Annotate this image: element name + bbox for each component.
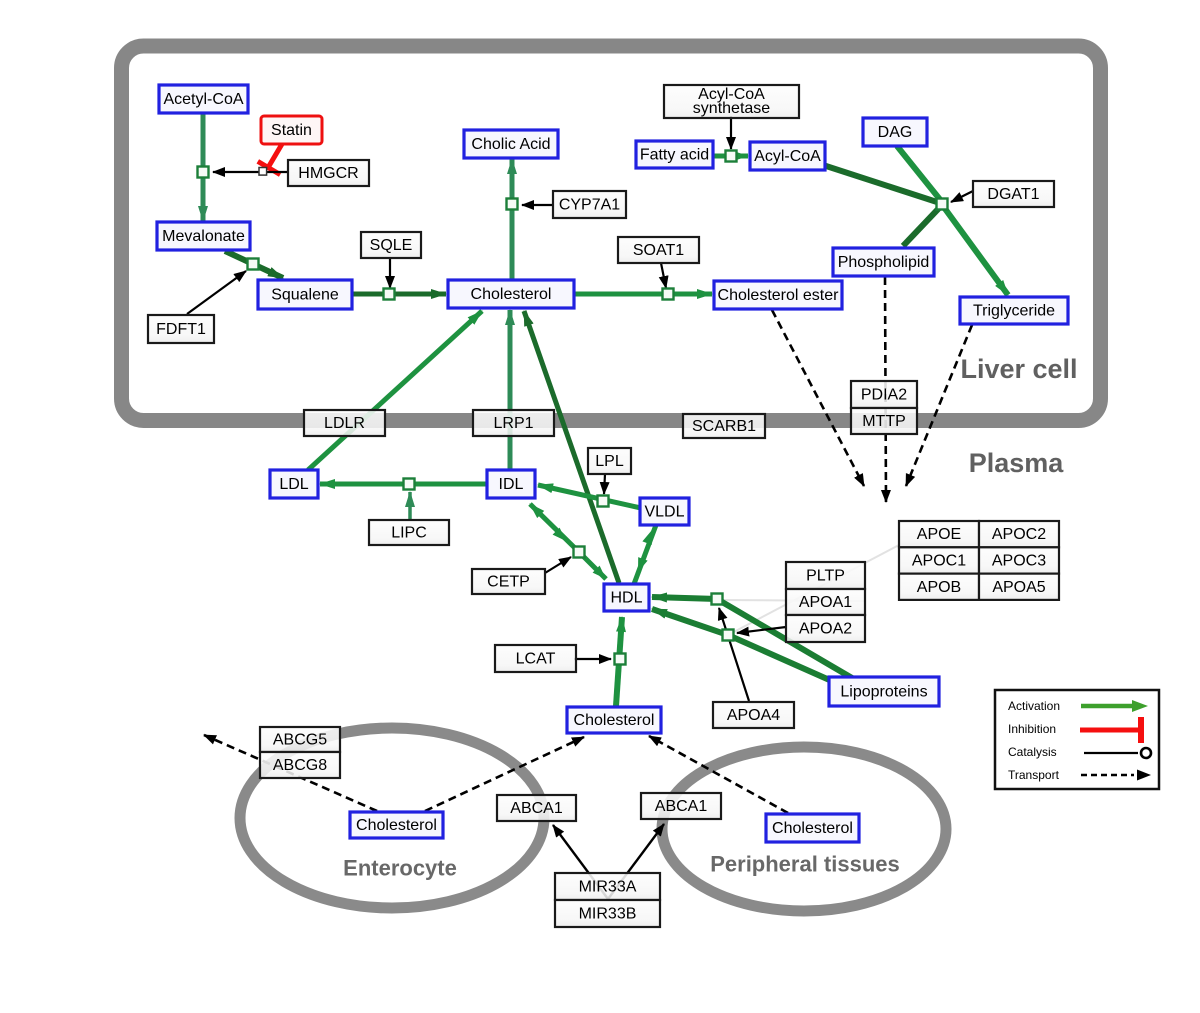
svg-text:Fatty acid: Fatty acid [640, 147, 709, 164]
svg-text:LRP1: LRP1 [493, 415, 533, 432]
svg-text:SQLE: SQLE [370, 237, 413, 254]
svg-text:Catalysis: Catalysis [1008, 745, 1057, 759]
svg-text:Liver cell: Liver cell [960, 354, 1077, 384]
svg-text:MIR33A: MIR33A [579, 879, 637, 896]
svg-text:APOA4: APOA4 [727, 707, 780, 724]
svg-text:ABCA1: ABCA1 [655, 798, 708, 815]
svg-text:HDL: HDL [610, 590, 642, 607]
svg-text:PLTP: PLTP [806, 568, 845, 585]
svg-text:DGAT1: DGAT1 [987, 186, 1039, 203]
svg-text:Inhibition: Inhibition [1008, 722, 1056, 736]
svg-text:APOC2: APOC2 [992, 526, 1046, 543]
svg-text:APOB: APOB [917, 579, 961, 596]
svg-text:CYP7A1: CYP7A1 [559, 197, 620, 214]
svg-text:APOA5: APOA5 [992, 579, 1045, 596]
svg-text:Squalene: Squalene [271, 287, 339, 304]
svg-text:Activation: Activation [1008, 699, 1060, 713]
svg-text:HMGCR: HMGCR [298, 165, 358, 182]
svg-text:SOAT1: SOAT1 [633, 242, 684, 259]
svg-text:ABCG5: ABCG5 [273, 732, 327, 749]
svg-text:Acyl-CoA: Acyl-CoA [754, 148, 821, 165]
svg-text:Cholesterol: Cholesterol [471, 286, 552, 303]
svg-text:APOA1: APOA1 [799, 594, 852, 611]
svg-text:APOA2: APOA2 [799, 621, 852, 638]
svg-text:Cholesterol ester: Cholesterol ester [718, 287, 840, 304]
svg-text:LIPC: LIPC [391, 525, 427, 542]
svg-text:LCAT: LCAT [516, 651, 556, 668]
svg-text:Peripheral tissues: Peripheral tissues [710, 852, 900, 877]
svg-text:DAG: DAG [878, 124, 913, 141]
svg-text:Statin: Statin [271, 122, 312, 139]
svg-text:ABCA1: ABCA1 [510, 800, 563, 817]
svg-text:Acyl-CoA: Acyl-CoA [698, 86, 765, 103]
svg-text:Lipoproteins: Lipoproteins [840, 684, 927, 701]
svg-text:PDIA2: PDIA2 [861, 387, 907, 404]
svg-text:synthetase: synthetase [693, 100, 770, 117]
svg-text:Mevalonate: Mevalonate [162, 228, 245, 245]
svg-text:LDLR: LDLR [324, 415, 365, 432]
svg-text:MIR33B: MIR33B [579, 906, 637, 923]
svg-text:Cholesterol: Cholesterol [356, 817, 437, 834]
svg-text:APOC1: APOC1 [912, 552, 966, 569]
svg-text:Triglyceride: Triglyceride [973, 303, 1055, 320]
svg-text:LPL: LPL [595, 453, 624, 470]
svg-text:LDL: LDL [279, 476, 308, 493]
svg-text:Cholic Acid: Cholic Acid [471, 136, 550, 153]
svg-text:Cholesterol: Cholesterol [772, 820, 853, 837]
svg-text:IDL: IDL [499, 476, 524, 493]
svg-text:CETP: CETP [487, 574, 530, 591]
svg-text:ABCG8: ABCG8 [273, 757, 327, 774]
svg-text:SCARB1: SCARB1 [692, 418, 756, 435]
svg-text:Phospholipid: Phospholipid [838, 254, 930, 271]
svg-text:APOE: APOE [917, 526, 961, 543]
svg-text:Enterocyte: Enterocyte [343, 856, 457, 881]
svg-text:Acetyl-CoA: Acetyl-CoA [163, 91, 243, 108]
svg-text:FDFT1: FDFT1 [156, 321, 206, 338]
svg-text:Cholesterol: Cholesterol [574, 712, 655, 729]
svg-text:MTTP: MTTP [862, 413, 906, 430]
svg-text:Plasma: Plasma [969, 448, 1065, 478]
svg-text:VLDL: VLDL [644, 504, 684, 521]
svg-text:Transport: Transport [1008, 768, 1060, 782]
svg-text:APOC3: APOC3 [992, 552, 1046, 569]
